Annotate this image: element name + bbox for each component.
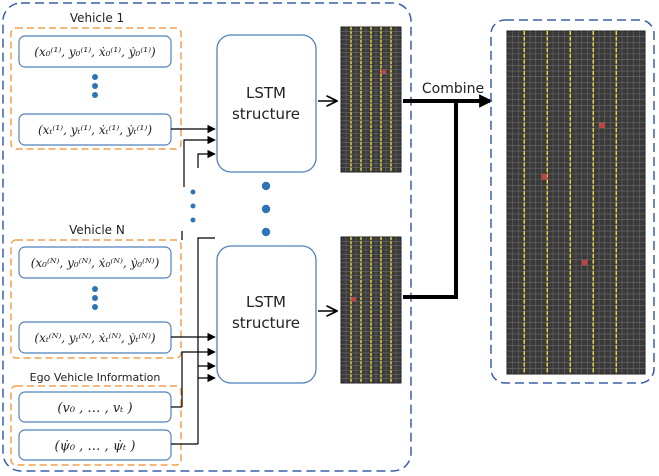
arrow-right-icon xyxy=(171,231,216,445)
occupancy-grid-icon xyxy=(340,26,402,173)
occupancy-grid-icon xyxy=(506,30,646,375)
vehicle-1-label: Vehicle 1 xyxy=(70,11,124,25)
vehicle-1-state-t0-box xyxy=(18,35,172,68)
arrow-right-icon xyxy=(318,101,337,311)
ellipsis-vertical-icon xyxy=(190,189,196,223)
vehicle-n-label: Vehicle N xyxy=(69,223,125,237)
ego-speed-sequence: (v₀ , … , vₜ ) xyxy=(57,401,132,416)
lstm-structure-bottom xyxy=(216,245,317,384)
vehicle-1-state-tt: (xₜ⁽¹⁾, yₜ⁽¹⁾, ẋₜ⁽¹⁾, ẏₜ⁽¹⁾) xyxy=(38,123,152,137)
vehicle-n-state-t0: (x₀⁽ᴺ⁾, y₀⁽ᴺ⁾, ẋ₀⁽ᴺ⁾, ẏ₀⁽ᴺ⁾) xyxy=(31,256,160,270)
combine-label: Combine xyxy=(422,81,484,97)
vehicle-1-group-frame xyxy=(10,27,182,150)
combine-connector xyxy=(403,94,493,299)
vehicle-n-group-frame xyxy=(10,239,182,359)
lstm-structure-top xyxy=(216,34,317,173)
input-region-frame xyxy=(2,2,412,472)
ellipsis-vertical-icon xyxy=(92,286,98,310)
vehicle-n-state-tt: (xₜ⁽ᴺ⁾, yₜ⁽ᴺ⁾, ẋₜ⁽ᴺ⁾, ẏₜ⁽ᴺ⁾) xyxy=(34,331,156,345)
ego-yaw-sequence: (ψ̇₀ , … , ψ̇ₜ ) xyxy=(55,439,136,454)
vehicle-n-state-t0-box xyxy=(18,246,172,279)
ego-vehicle-label: Ego Vehicle Information xyxy=(30,371,161,384)
ego-yaw-box xyxy=(18,429,172,461)
output-region-frame xyxy=(490,19,655,384)
lstm-top-line-1: LSTM xyxy=(246,84,286,102)
lstm-bottom-line-2: structure xyxy=(232,314,300,332)
ego-group-frame xyxy=(10,385,182,466)
vehicle-1-state-t0: (x₀⁽¹⁾, y₀⁽¹⁾, ẋ₀⁽¹⁾, ẏ₀⁽¹⁾) xyxy=(34,45,156,59)
lstm-top-line-2: structure xyxy=(232,105,300,123)
lstm-bottom-line-1: LSTM xyxy=(246,293,286,311)
arrow-right-icon xyxy=(171,124,216,187)
occupancy-grid-icon xyxy=(340,236,402,384)
ellipsis-vertical-icon xyxy=(261,181,271,237)
ellipsis-vertical-icon xyxy=(92,74,98,98)
